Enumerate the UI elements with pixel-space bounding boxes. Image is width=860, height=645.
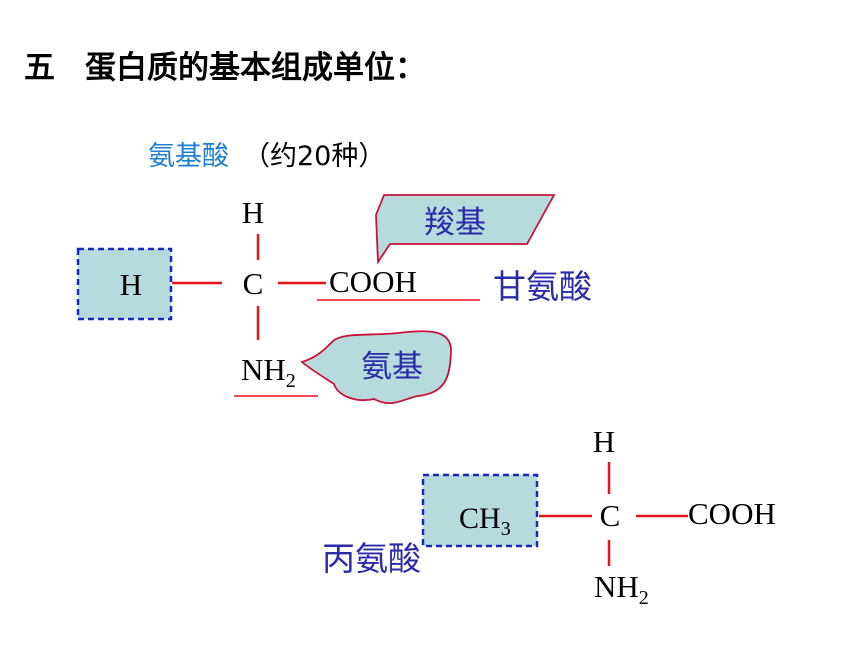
carboxyl-callout-label: 羧基 — [424, 205, 486, 241]
glycine-r-group-label: H — [120, 267, 142, 302]
amino-callout-label: 氨基 — [361, 349, 423, 385]
glycine-amino-group: NH2 — [241, 352, 296, 392]
glycine-name: 甘氨酸 — [493, 267, 592, 306]
alanine-r-group-box — [421, 473, 539, 548]
title-text: 蛋白质的基本组成单位： — [85, 50, 426, 86]
section-number: 五 — [24, 50, 55, 86]
amino-acid-label: 氨基酸 — [148, 141, 229, 172]
glycine-structure: H H C COOH NH2 甘氨酸 羧基 氨基 — [76, 194, 592, 404]
alanine-amino-group: NH2 — [594, 569, 649, 609]
alanine-carboxyl-group: COOH — [688, 496, 776, 531]
amino-acid-count-note: （约20种） — [243, 141, 386, 172]
alanine-name: 丙氨酸 — [322, 539, 421, 578]
amino-callout-shape — [300, 330, 452, 404]
alanine-alpha-carbon: C — [600, 498, 621, 533]
alanine-h-top: H — [593, 424, 615, 459]
glycine-r-group-box — [76, 247, 173, 321]
carboxyl-callout-shape — [375, 194, 556, 265]
slide-title: 五蛋白质的基本组成单位： — [24, 42, 426, 87]
alanine-structure: CH3 H C COOH NH2 丙氨酸 — [322, 424, 776, 609]
glycine-alpha-carbon: C — [243, 266, 264, 301]
glycine-h-top: H — [242, 195, 264, 230]
alanine-r-group-label: CH3 — [459, 502, 511, 540]
glycine-carboxyl-group: COOH — [329, 264, 417, 299]
subtitle: 氨基酸 （约20种） — [148, 134, 385, 173]
